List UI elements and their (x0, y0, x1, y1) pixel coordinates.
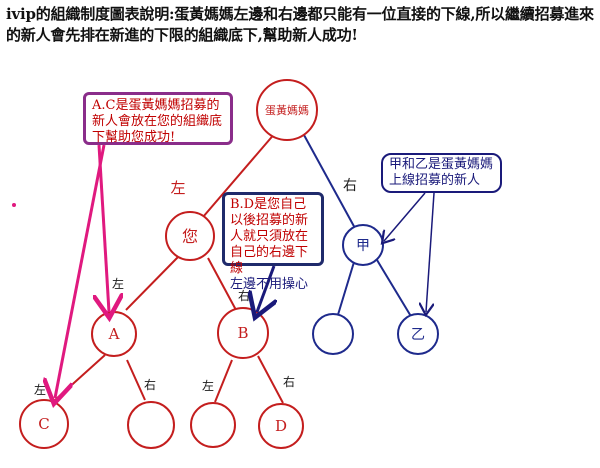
node-jia-left-child (312, 313, 354, 355)
stray-dot (12, 203, 16, 207)
edge-jia-yi (376, 259, 413, 319)
arrow-to-a (99, 144, 109, 312)
label-root-left: 左 (170, 179, 185, 197)
node-you-label: 您 (182, 227, 198, 246)
label-you-left: 左 (112, 276, 124, 291)
callout-ac-text: A.C是蛋黃媽媽招募的新人會放在您的組織底下幫助您成功! (92, 98, 223, 145)
edge-root-jia (303, 134, 357, 231)
callout-jy-text: 甲和乙是蛋黃媽媽上線招募的新人 (389, 157, 494, 188)
node-d-label: D (275, 417, 287, 435)
node-d (258, 403, 304, 449)
node-yi (397, 313, 439, 355)
label-b-left: 左 (202, 378, 214, 393)
header-text: ivip的組織制度圖表說明:蛋黃媽媽左邊和右邊都只能有一位直接的下線,所以繼續招… (6, 5, 594, 44)
node-root (256, 79, 318, 141)
label-a-left: 左 (34, 382, 46, 397)
edge-jia-left (336, 261, 355, 319)
edge-root-you (202, 131, 277, 218)
callout-bd: B.D是您自己以後招募的新人就只須放在自己的右邊下線 左邊不用操心 (222, 192, 324, 292)
callout-ac: A.C是蛋黃媽媽招募的新人會放在您的組織底下幫助您成功! (83, 92, 233, 145)
callout-jy: 甲和乙是蛋黃媽媽上線招募的新人 (381, 153, 502, 193)
edge-you-b (207, 257, 237, 311)
node-yi-label: 乙 (411, 327, 425, 343)
node-root-label: 蛋黃媽媽 (265, 103, 309, 117)
callout-bd-note: 左邊不用操心 (230, 277, 309, 292)
node-jia (342, 224, 384, 266)
node-c-label: C (38, 415, 49, 433)
node-b-left-child (190, 402, 236, 448)
edge-you-a (125, 256, 179, 311)
callout-bd-text: B.D是您自己以後招募的新人就只須放在自己的右邊下線 (230, 197, 309, 276)
edge-a-right (126, 359, 146, 401)
arrow-to-b (257, 265, 274, 312)
label-root-right: 右 (343, 178, 357, 194)
node-a-label: A (108, 325, 120, 343)
arrow-to-yi (426, 192, 435, 312)
label-a-right: 右 (144, 377, 156, 392)
label-b-right: 右 (283, 374, 295, 389)
node-you (165, 211, 215, 261)
node-b-label: B (237, 324, 248, 342)
arrow-to-jia (384, 192, 426, 241)
node-jia-label: 甲 (356, 238, 370, 254)
edge-b-d (257, 355, 284, 404)
arrow-to-c (55, 144, 106, 398)
node-a-right-child (127, 401, 175, 449)
edge-b-left (214, 359, 233, 403)
